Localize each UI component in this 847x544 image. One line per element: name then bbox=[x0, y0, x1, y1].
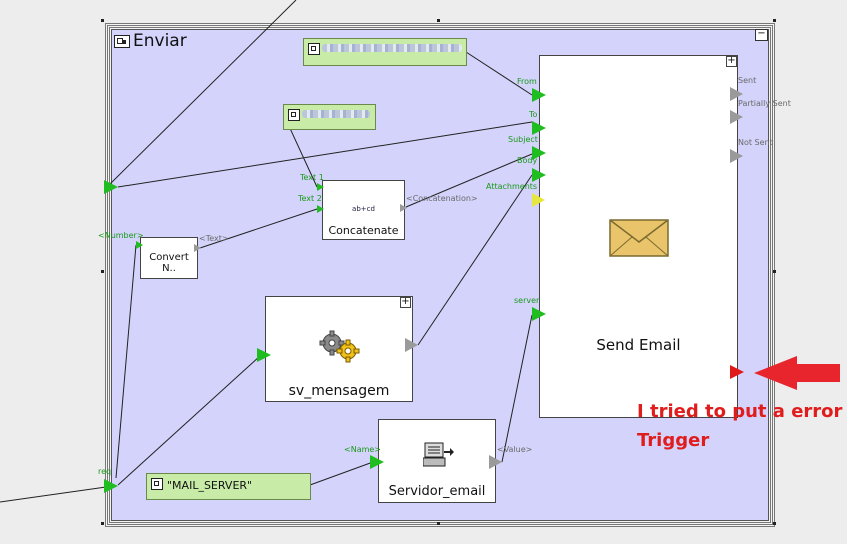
constant-icon bbox=[308, 43, 320, 55]
concatenate-label-text2: Text 2 bbox=[298, 194, 322, 203]
redacted-value bbox=[302, 110, 370, 118]
send-email-input-subject[interactable] bbox=[532, 146, 546, 160]
constant-from-blurred[interactable] bbox=[303, 38, 467, 66]
concatenate-title: Concatenate bbox=[328, 224, 399, 237]
wire-const2-text1 bbox=[287, 123, 318, 188]
frame-input-port-top[interactable] bbox=[104, 180, 118, 194]
wire-external-top bbox=[107, 0, 297, 187]
wire-servidor-server bbox=[501, 314, 533, 463]
wire-mensagem-body bbox=[417, 174, 533, 346]
send-email-node[interactable]: Send Email bbox=[539, 55, 738, 418]
wire-external-req bbox=[0, 486, 107, 503]
convert-label-number: <Number> bbox=[98, 231, 144, 240]
concatenate-icon: ab+cd bbox=[352, 205, 375, 213]
frame-icon bbox=[114, 35, 130, 48]
mensagem-output[interactable] bbox=[405, 338, 418, 352]
concatenate-input-text2[interactable] bbox=[317, 205, 324, 213]
servidor-label-value: <Value> bbox=[497, 445, 533, 454]
concatenate-label-text1: Text 1 bbox=[300, 173, 324, 182]
wire-req-convert bbox=[115, 244, 137, 479]
send-email-input-from[interactable] bbox=[532, 88, 546, 102]
wire-const3-name bbox=[309, 461, 374, 486]
resize-handle-tm[interactable] bbox=[437, 19, 440, 22]
convert-label-text: <Text> bbox=[199, 234, 229, 243]
send-email-input-server[interactable] bbox=[532, 307, 546, 321]
send-email-label-not-sent: Not Sent bbox=[738, 138, 773, 147]
wire-req-mensagem bbox=[117, 355, 261, 486]
send-email-input-attachments[interactable] bbox=[532, 193, 545, 207]
constant-icon bbox=[151, 478, 163, 490]
gears-icon bbox=[319, 330, 360, 363]
send-email-error-trigger-port[interactable] bbox=[730, 365, 744, 379]
send-email-label-attachments: Attachments bbox=[486, 182, 538, 191]
mensagem-expand-button[interactable]: + bbox=[400, 296, 411, 308]
wire-convert-text2 bbox=[199, 208, 318, 249]
constant-value: "MAIL_SERVER" bbox=[167, 479, 253, 492]
convert-node[interactable]: Convert N.. bbox=[140, 237, 198, 279]
send-email-label-sent: Sent bbox=[738, 76, 757, 85]
resize-handle-mr[interactable] bbox=[773, 270, 776, 273]
redacted-value bbox=[322, 44, 462, 52]
send-email-input-body[interactable] bbox=[532, 168, 546, 182]
convert-title: Convert N.. bbox=[149, 252, 189, 274]
concatenate-output[interactable] bbox=[400, 204, 407, 212]
constant-icon bbox=[288, 109, 300, 121]
resize-handle-bm[interactable] bbox=[437, 522, 440, 525]
collapse-button[interactable]: − bbox=[755, 29, 768, 41]
convert-input-number[interactable] bbox=[136, 241, 143, 249]
concatenate-label-output: <Concatenation> bbox=[406, 194, 478, 203]
servidor-title: Servidor_email bbox=[388, 484, 486, 499]
convert-output-text[interactable] bbox=[194, 244, 201, 252]
mensagem-node[interactable]: sv_mensagem bbox=[265, 296, 413, 402]
req-label: req bbox=[98, 467, 112, 476]
send-email-title: Send Email bbox=[596, 336, 681, 354]
frame-input-port-req[interactable] bbox=[104, 479, 118, 493]
wire-const1-from bbox=[465, 51, 533, 96]
concatenate-node[interactable]: ab+cd Concatenate bbox=[322, 180, 405, 240]
send-email-output-sent[interactable] bbox=[730, 87, 743, 101]
send-email-input-to[interactable] bbox=[532, 121, 546, 135]
send-email-label-server: server bbox=[514, 296, 540, 305]
mensagem-title: sv_mensagem bbox=[288, 383, 390, 399]
resize-handle-bl[interactable] bbox=[101, 522, 104, 525]
servidor-input-name[interactable] bbox=[370, 455, 384, 469]
resize-handle-ml[interactable] bbox=[101, 270, 104, 273]
concatenate-input-text1[interactable] bbox=[317, 183, 324, 191]
servidor-output-value[interactable] bbox=[489, 455, 502, 469]
resize-handle-tl[interactable] bbox=[101, 19, 104, 22]
send-email-label-body: Body bbox=[517, 156, 538, 165]
resize-handle-tr[interactable] bbox=[773, 19, 776, 22]
server-icon bbox=[423, 442, 454, 467]
send-email-output-not-sent[interactable] bbox=[730, 149, 743, 163]
annotation-line2: Trigger bbox=[637, 430, 710, 451]
annotation-arrow bbox=[754, 356, 840, 390]
send-email-label-from: From bbox=[517, 77, 537, 86]
resize-handle-br[interactable] bbox=[773, 522, 776, 525]
wire-concat-subject bbox=[405, 153, 533, 208]
mensagem-input[interactable] bbox=[257, 348, 271, 362]
frame-title: Enviar bbox=[133, 31, 187, 51]
servidor-label-name: <Name> bbox=[344, 445, 382, 454]
servidor-node[interactable]: Servidor_email bbox=[378, 419, 496, 503]
send-email-expand-button[interactable]: + bbox=[726, 55, 737, 67]
send-email-label-subject: Subject bbox=[508, 135, 538, 144]
send-email-output-partially-sent[interactable] bbox=[730, 110, 743, 124]
send-email-label-partially-sent: Partially Sent bbox=[738, 99, 791, 108]
envelope-icon bbox=[609, 219, 669, 257]
annotation-line1: I tried to put a error bbox=[637, 401, 843, 422]
constant-text-blurred[interactable] bbox=[283, 104, 376, 130]
constant-mail-server[interactable]: "MAIL_SERVER" bbox=[146, 473, 311, 500]
send-email-label-to: To bbox=[529, 110, 538, 119]
wire-left-to bbox=[117, 121, 533, 188]
